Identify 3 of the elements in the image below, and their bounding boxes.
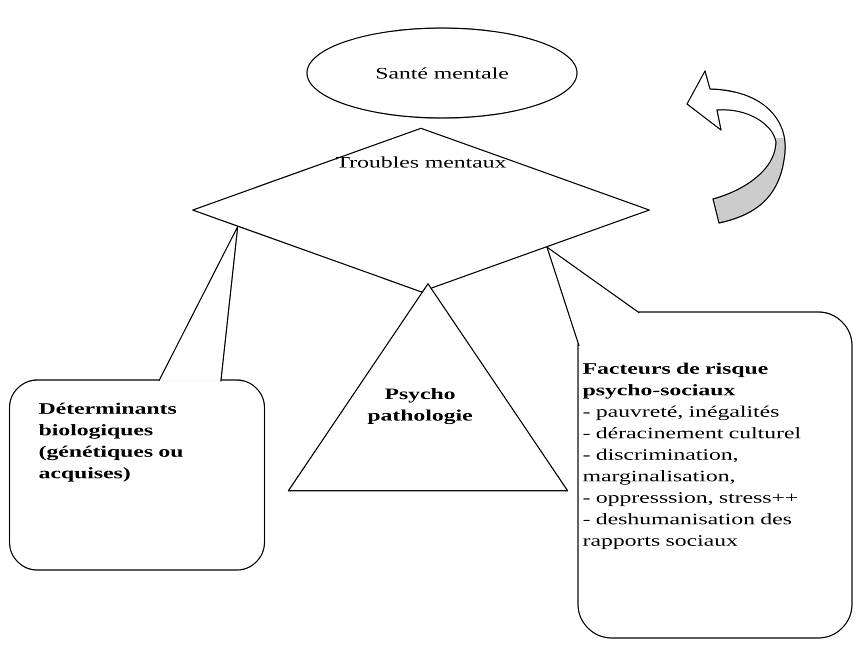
callout-box: Déterminants biologiques (génétiques ou acquises) bbox=[8, 379, 266, 571]
triangle: Psycho pathologie bbox=[288, 283, 568, 492]
callout-box: Facteurs de risque psycho-sociaux - pauvreté, inégalités - déracinement culturel - discrimination, marginalisation, - oppresssion, stress++ - deshumanisation des rapports sociaux bbox=[577, 311, 853, 639]
